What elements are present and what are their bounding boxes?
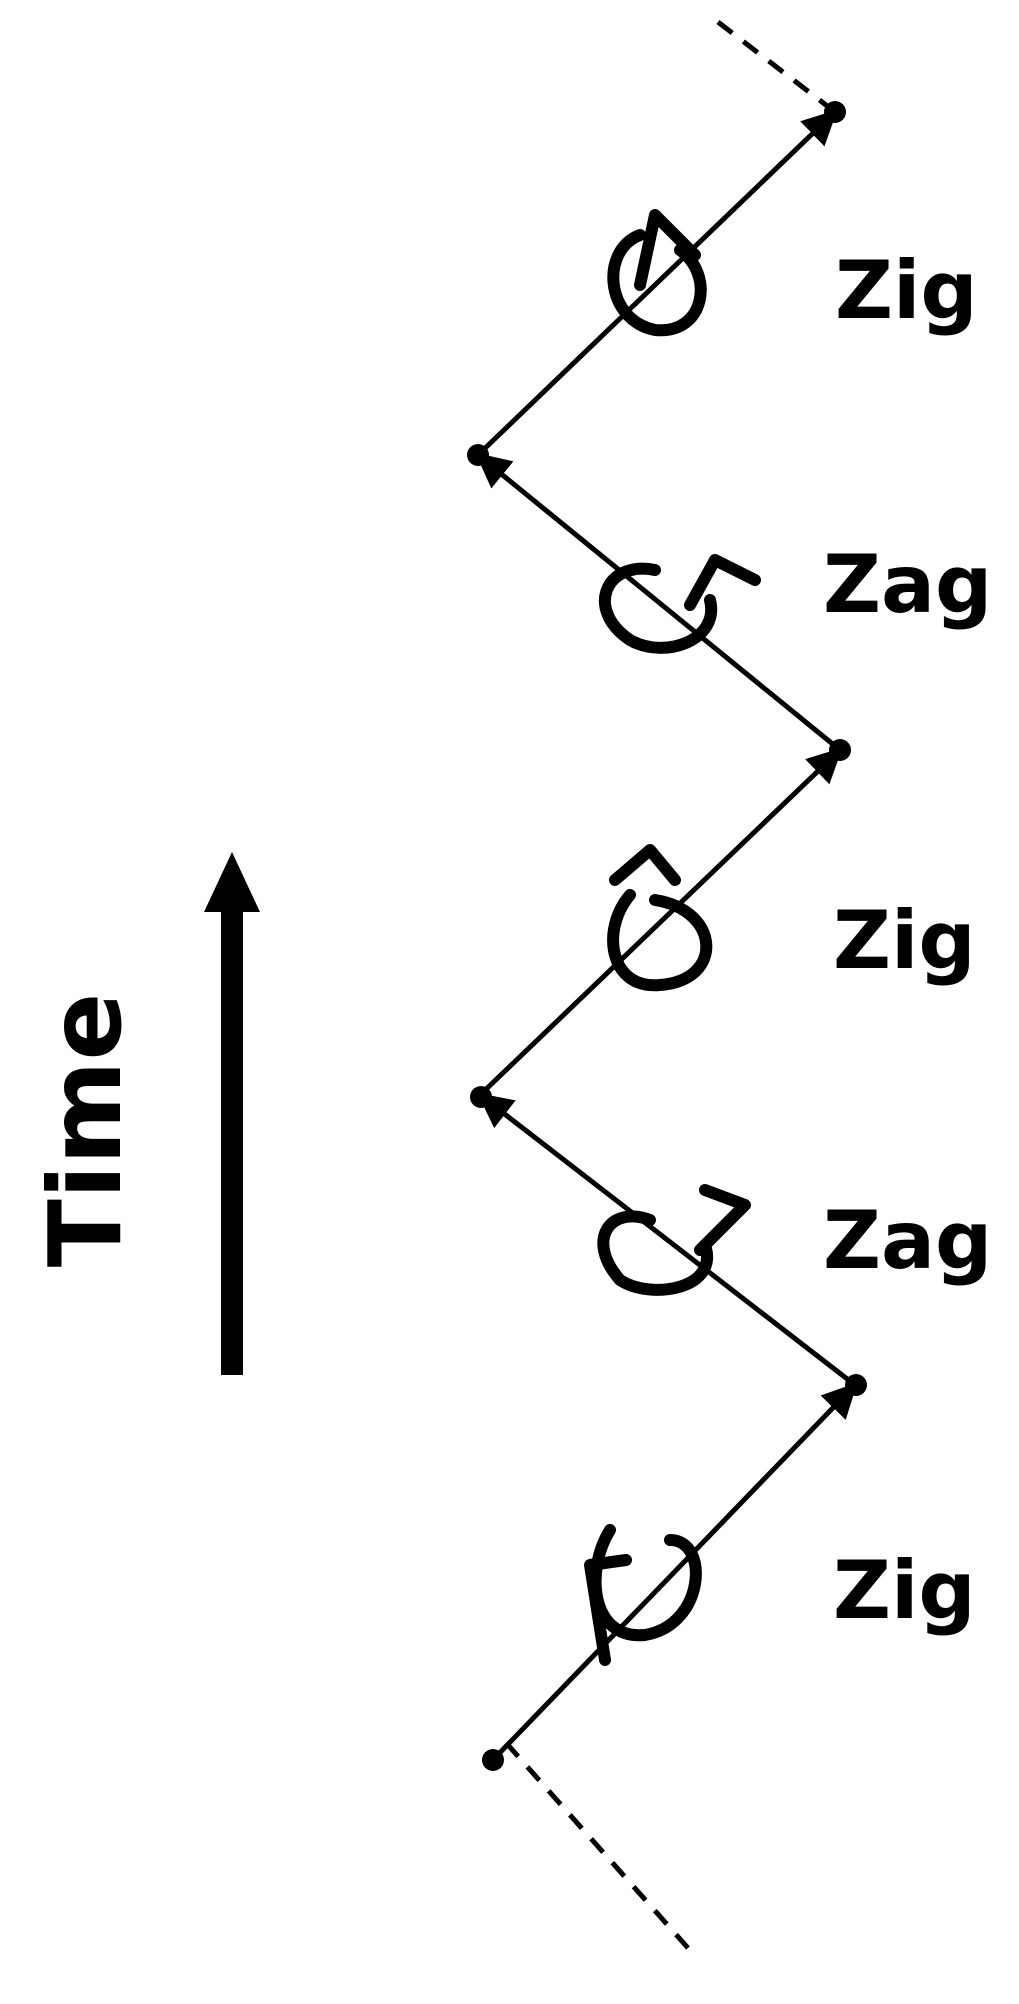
segment-label-zag: Zag [823,538,992,631]
segment-line-zag-1 [477,1092,857,1387]
time-arrow-head [204,852,260,912]
rotation-icon-clockwise [597,1184,751,1296]
rotation-symbols [584,209,761,1666]
segment-line-zig-3 [476,109,838,457]
vertex-dot [470,1086,492,1108]
vertex-dot [845,1374,867,1396]
rotation-icon-counterclockwise [607,844,713,992]
segment-label-zig: Zig [833,894,976,987]
segment-line-zag-2 [475,452,842,752]
segment-line-zig-2 [478,747,843,1097]
dashed-lead-in [506,1743,690,1950]
vertex-dot [482,1749,504,1771]
segment-label-zig: Zig [835,244,978,337]
segment-label-zig: Zig [833,1544,976,1637]
vertex-dots [467,101,867,1771]
segment-line-zig-1 [486,1382,858,1767]
rotation-icon-counterclockwise [584,1524,702,1666]
time-label: Time [27,993,144,1268]
zigzag-path [475,109,858,1767]
vertex-dot [829,739,851,761]
vertex-dot [467,444,489,466]
vertex-dot [824,101,846,123]
rotation-icon-clockwise [598,554,761,654]
segment-label-zag: Zag [823,1194,992,1287]
dashed-lead-out [716,20,837,114]
time-arrow [204,852,260,1375]
rotation-icon-counterclockwise [607,209,707,337]
